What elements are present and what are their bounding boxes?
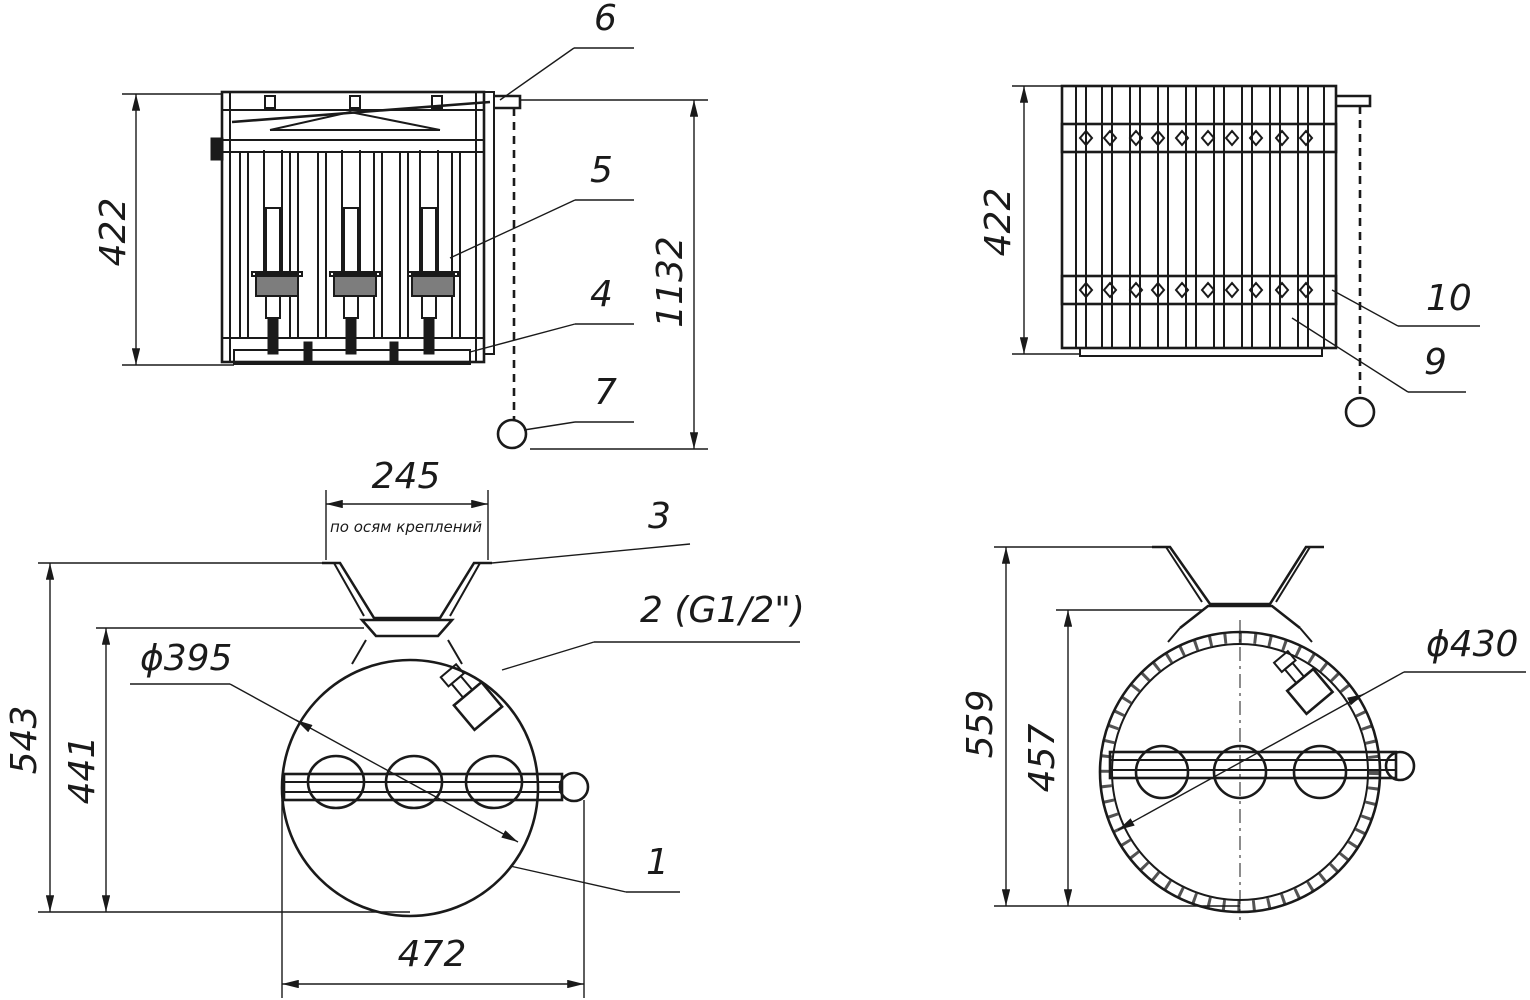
heating-element-3: [407, 150, 459, 355]
plan2-inner-height-label: 457: [1022, 724, 1063, 793]
callout-6: 6: [594, 0, 617, 39]
plan-view: [280, 561, 590, 918]
side-view: [1060, 84, 1376, 428]
front-chain: [496, 108, 528, 450]
callout-7: 7: [594, 372, 617, 413]
heating-element-2: [329, 150, 381, 355]
front-callouts: 6 5 4 7: [449, 0, 634, 431]
plan2-outer-height-label: 559: [960, 690, 1001, 759]
front-dimensions: 422 1132: [93, 93, 708, 450]
fitting-2: [1272, 649, 1335, 716]
plan-inner-height-label: 441: [62, 736, 103, 805]
callout-3: 3: [648, 496, 671, 537]
mount-note-label: по осям креплений: [330, 518, 482, 536]
plan-outer-height-label: 543: [4, 706, 45, 775]
heating-element-1: [251, 150, 303, 355]
callout-9: 9: [1424, 342, 1447, 383]
side-callouts: 10 9: [1291, 278, 1480, 393]
plan2-dimensions: 559 457 ϕ430: [960, 546, 1526, 907]
side-slats: [1075, 86, 1325, 348]
total-height-label: 1132: [650, 236, 691, 328]
plan-width-label: 472: [398, 934, 467, 975]
plan-diameter-label: ϕ395: [140, 638, 232, 679]
side-dimensions: 422: [978, 85, 1080, 355]
upper-band: [1060, 122, 1338, 154]
mount-width-label: 245: [372, 456, 441, 497]
callout-4: 4: [590, 274, 613, 315]
callout-2: 2 (G1/2"): [640, 590, 805, 631]
callout-1: 1: [646, 842, 669, 883]
plan-view-2: [1098, 545, 1416, 920]
plan2-diameter-label: ϕ430: [1426, 624, 1518, 665]
callout-10: 10: [1426, 278, 1472, 319]
front-rails: [239, 152, 461, 338]
front-view: [210, 90, 528, 450]
fitting-g12: [439, 662, 504, 732]
lower-band: [1060, 274, 1338, 306]
front-height-label: 422: [93, 198, 134, 267]
callout-5: 5: [590, 150, 613, 191]
plan-dimensions: 245 по осям креплений 543 441 ϕ395 472: [4, 456, 585, 998]
plan-callouts: 3 2 (G1/2") 1: [491, 496, 805, 893]
side-height-label: 422: [978, 188, 1019, 257]
